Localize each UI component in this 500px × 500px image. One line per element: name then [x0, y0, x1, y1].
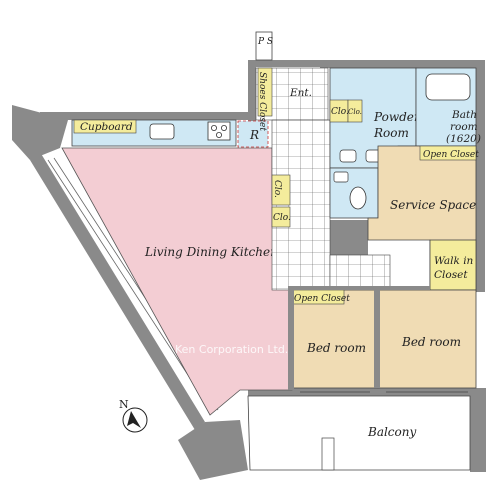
- balcony-label: Balcony: [367, 425, 416, 439]
- open-closet-bed-label: Open Closet: [294, 294, 350, 304]
- watermark: Ken Corporation Ltd.: [175, 343, 288, 356]
- balcony-outdoor-unit: [321, 437, 335, 471]
- service-space-label: Service Space: [390, 198, 476, 212]
- toilet-icon: [349, 186, 367, 210]
- basin-icon: [339, 149, 357, 163]
- bathtub-icon: [425, 73, 471, 101]
- shoes-closet-label: Shoes Closet: [257, 72, 267, 131]
- open-closet-right-label: Open Closet: [423, 150, 479, 160]
- walk-in-closet: [429, 239, 477, 291]
- ldk-area: [61, 147, 293, 416]
- closet-left-1-label: Clo.: [272, 180, 282, 198]
- powder-room-label-1: Powder: [373, 110, 421, 124]
- bathroom-label-3: (1620): [446, 133, 481, 145]
- interior-walls: [288, 286, 430, 390]
- ps-box: [255, 31, 273, 61]
- powder-room-label-2: Room: [373, 126, 409, 140]
- bathroom-label-2: room: [450, 121, 478, 133]
- closet-top-1-label: Clo.: [331, 107, 349, 117]
- closet-left-2: [271, 206, 291, 228]
- bathroom-label-1: Bath: [451, 109, 477, 121]
- closet-top-2: [347, 99, 363, 123]
- closet-top-2-label: Clo.: [348, 108, 362, 116]
- bedroom-right: [377, 289, 477, 389]
- refrigerator-space: [237, 120, 269, 148]
- closet-left-1: [271, 174, 291, 206]
- cupboard-label-box: [73, 119, 137, 134]
- cupboard-label: Cupboard: [80, 121, 133, 133]
- ldk-label: Living Dining Kitchen: [144, 245, 278, 259]
- walk-in-closet-label-1: Walk in: [434, 255, 474, 267]
- bedroom-right-label: Bed room: [401, 335, 461, 349]
- entrance-label: Ent.: [289, 87, 312, 99]
- open-closet-right-box: [419, 145, 477, 161]
- bedroom-left: [291, 289, 379, 389]
- shoes-closet-box: [257, 67, 273, 117]
- compass-icon: N: [119, 398, 148, 433]
- compass-n-label: N: [119, 398, 129, 411]
- walk-in-closet-label-2: Closet: [434, 269, 468, 281]
- bedroom-left-label: Bed room: [306, 341, 366, 355]
- sink-icon: [149, 123, 175, 140]
- stove-icon: [207, 121, 231, 141]
- refrigerator-label: R: [249, 128, 259, 142]
- toilet-sink-icon: [333, 171, 349, 183]
- balcony: [247, 395, 471, 471]
- closet-left-2-label: Clo.: [273, 213, 291, 223]
- ps-label: P S: [257, 37, 273, 47]
